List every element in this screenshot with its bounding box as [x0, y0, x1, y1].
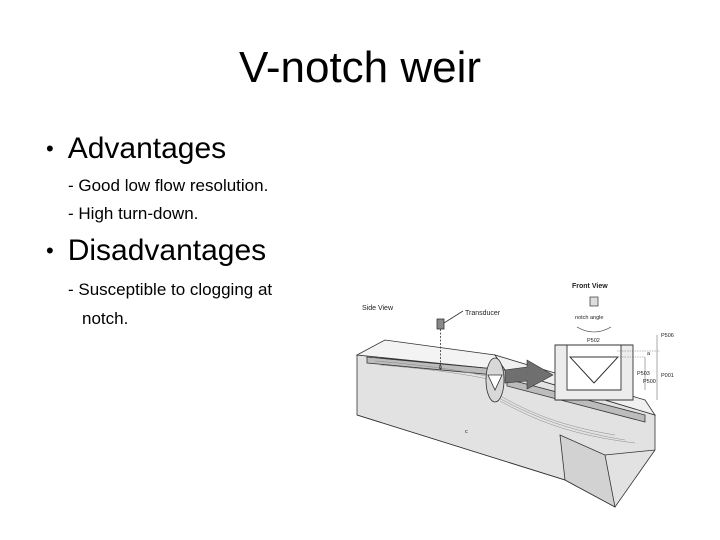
disadvantages-heading-text: Disadvantages — [67, 234, 267, 267]
c-marker: c — [465, 429, 468, 435]
advantage-item-1: - Good low flow resolution. — [68, 176, 269, 195]
weir-plate — [485, 357, 505, 403]
front-view-sensor-icon — [589, 296, 599, 307]
b-marker: b — [439, 365, 442, 371]
advantages-heading-text: Advantages — [67, 132, 227, 165]
transducer-label: Transducer — [465, 310, 501, 317]
water-flow — [374, 360, 636, 444]
p001-label: P001 — [661, 373, 674, 379]
a-marker: a — [647, 351, 651, 357]
p500-label: P500 — [643, 379, 656, 385]
transducer-icon — [436, 310, 464, 371]
front-view-label: Front View — [572, 283, 608, 290]
notch-angle-arc — [576, 326, 612, 333]
bullet-dot: • — [46, 136, 54, 161]
disadvantage-item-1: - Susceptible to clogging at — [68, 280, 273, 299]
disadvantage-item-2: notch. — [82, 309, 129, 328]
notch-angle-label: notch angle — [575, 315, 603, 321]
disadvantages-heading: • Disadvantages — [46, 234, 266, 268]
flow-arrow — [504, 359, 554, 390]
v-notch-weir-diagram: Side View Transducer Front View notch an… — [355, 283, 674, 508]
p502-label: P502 — [587, 338, 600, 344]
front-view-weir — [554, 344, 634, 401]
side-view-label: Side View — [362, 305, 394, 312]
bullet-dot: • — [46, 238, 54, 263]
slide-title: V-notch weir — [238, 43, 482, 92]
advantages-heading: • Advantages — [46, 132, 226, 166]
p503-label: P503 — [637, 371, 650, 377]
advantage-item-2: - High turn-down. — [68, 204, 199, 223]
p506-label: P506 — [661, 333, 674, 339]
